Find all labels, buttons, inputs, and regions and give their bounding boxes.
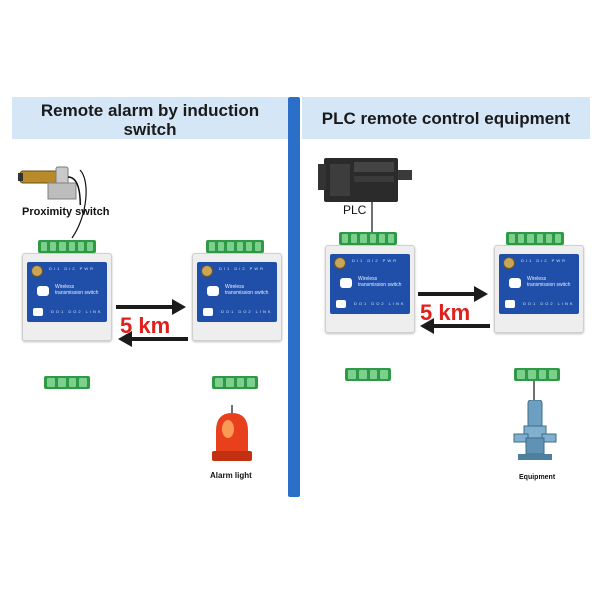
left-panel-header: Remote alarm by induction switch [12,97,288,139]
proximity-switch-icon [18,166,82,205]
top-terminal-block [506,232,564,245]
bottom-terminal-block [514,368,560,381]
right-panel-title: PLC remote control equipment [321,109,571,128]
plc-label: PLC [343,203,367,217]
right-panel-header: PLC remote control equipment [302,97,590,139]
top-terminal-block [38,240,96,253]
top-terminal-block [339,232,397,245]
right-bidirectional-arrows [418,286,490,334]
panel-divider [288,97,300,497]
left-panel-title-line1: Remote alarm by induction [40,101,260,120]
alarm-light-icon [212,405,252,461]
left-distance-label: 5 km [120,313,171,338]
proximity-switch-label: Proximity switch [22,206,110,218]
equipment-label: Equipment [519,474,556,481]
bottom-terminal-block [345,368,391,381]
alarm-light-label: Alarm light [210,471,252,480]
pump-equipment-icon [513,400,557,460]
bottom-terminal-block [44,376,90,389]
bottom-terminal-block [212,376,258,389]
left-bidirectional-arrows [116,299,188,347]
right-distance-label: 5 km [420,300,471,325]
left-panel-title-line2: switch [123,120,177,139]
top-terminal-block [206,240,264,253]
plc-icon [318,158,412,202]
